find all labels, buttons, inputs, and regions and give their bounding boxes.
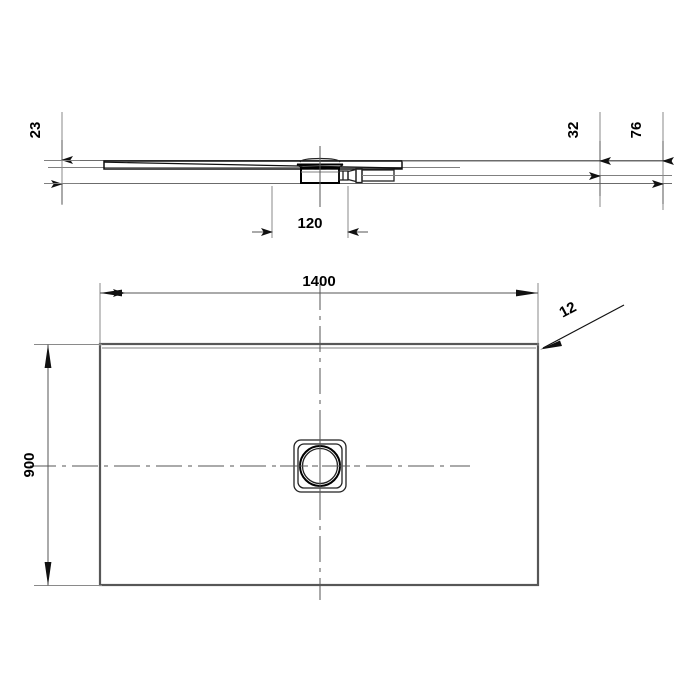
dim900-arrowhead-top (44, 344, 52, 368)
dim-label-12: 12 (557, 299, 580, 322)
dim-label-120: 120 (297, 215, 322, 232)
side-elevation-view: 23 32 76 120 (27, 112, 674, 238)
dim-label-23: 23 (27, 122, 44, 139)
tray-profile-outline (103, 160, 403, 170)
dim-label-900: 900 (21, 452, 38, 477)
dimension-120: 120 (252, 186, 368, 238)
drain-adapter (347, 168, 357, 183)
dim-label-32: 32 (565, 122, 582, 139)
dim12-leader-line (542, 304, 625, 349)
dimension-900: 900 (21, 344, 102, 586)
drain-assembly-side (296, 157, 672, 184)
dim-label-1400: 1400 (302, 273, 335, 290)
dim-label-76: 76 (628, 122, 645, 139)
dim1400-arrowhead-left (100, 289, 122, 297)
tray-taper-wedge (104, 161, 402, 169)
dim1400-arrowhead-right (516, 289, 538, 297)
dim900-arrowhead-bottom (44, 562, 52, 586)
drain-collar (355, 167, 363, 184)
dimension-23: 23 (27, 112, 80, 205)
dimension-1400: 1400 (99, 273, 539, 346)
plan-view: 1400 900 12 (21, 273, 625, 600)
tray-plan-outline (98, 342, 540, 587)
dimension-76: 76 (628, 112, 674, 210)
dimension-12-leader: 12 (540, 299, 625, 350)
dimension-32: 32 (565, 112, 611, 207)
dim12-arrowhead (540, 340, 562, 350)
